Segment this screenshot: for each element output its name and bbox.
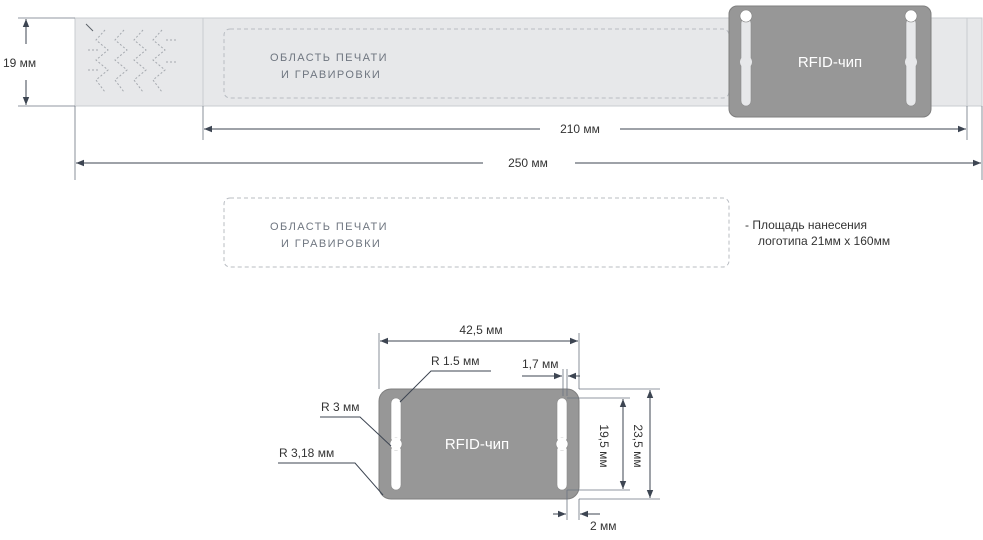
print-area-line1: ОБЛАСТЬ ПЕЧАТИ [270, 221, 388, 233]
dimension-edge: 2 мм [553, 490, 617, 533]
dimension-chip-width: 42,5 мм [378, 323, 580, 389]
r15-label: R 1.5 мм [431, 354, 480, 368]
print-area-note-line2: логотипа 21мм х 160мм [758, 234, 890, 248]
callout-r318: R 3,18 мм [278, 446, 384, 496]
chip-detail: RFID-чип [378, 388, 580, 500]
callout-r3: R 3 мм [320, 400, 392, 447]
dimension-slot-width: 1,7 мм [522, 357, 580, 396]
length-210-label: 210 мм [560, 122, 600, 136]
dimension-band-height: 19 мм [3, 17, 75, 107]
print-area-line2: И ГРАВИРОВКИ [281, 238, 381, 250]
dimension-outer-height: 23,5 мм [579, 388, 660, 500]
r318-label: R 3,18 мм [279, 446, 334, 460]
clasp-diagonal-mark [85, 23, 94, 32]
chip-body [378, 388, 580, 500]
outer-height-label: 23,5 мм [631, 424, 645, 467]
edge-label: 2 мм [590, 519, 617, 533]
band-chip-label: RFID-чип [798, 54, 862, 71]
band-print-area [223, 28, 730, 99]
dimension-210: 210 мм [202, 106, 968, 140]
length-250-label: 250 мм [508, 156, 548, 170]
inner-height-label: 19,5 мм [597, 424, 611, 467]
band-print-area-line2: И ГРАВИРОВКИ [281, 69, 381, 81]
clasp-zigzag-pattern [88, 29, 178, 93]
print-area-box [223, 197, 730, 268]
r3-label: R 3 мм [321, 400, 360, 414]
band-chip-slot-right-bulge [905, 56, 917, 68]
print-area-detail: ОБЛАСТЬ ПЕЧАТИ И ГРАВИРОВКИ - Площадь на… [223, 197, 890, 268]
band-print-area-line1: ОБЛАСТЬ ПЕЧАТИ [270, 52, 388, 64]
print-area-note-line1: - Площадь нанесения [745, 218, 867, 232]
dimension-inner-height: 19,5 мм [567, 397, 630, 491]
dimension-250: 250 мм [74, 106, 983, 180]
callout-r15: R 1.5 мм [399, 354, 491, 403]
band-chip-hole-top-right [904, 9, 918, 23]
wristband: ОБЛАСТЬ ПЕЧАТИ И ГРАВИРОВКИ RFID-чип [74, 5, 983, 118]
band-rfid-chip [728, 5, 932, 118]
slot-width-label: 1,7 мм [522, 357, 559, 371]
chip-width-label: 42,5 мм [459, 323, 502, 337]
band-chip-slot-left-bulge [740, 56, 752, 68]
band-chip-hole-top-left [739, 9, 753, 23]
band-height-label: 19 мм [3, 56, 36, 70]
chip-label: RFID-чип [445, 436, 509, 453]
